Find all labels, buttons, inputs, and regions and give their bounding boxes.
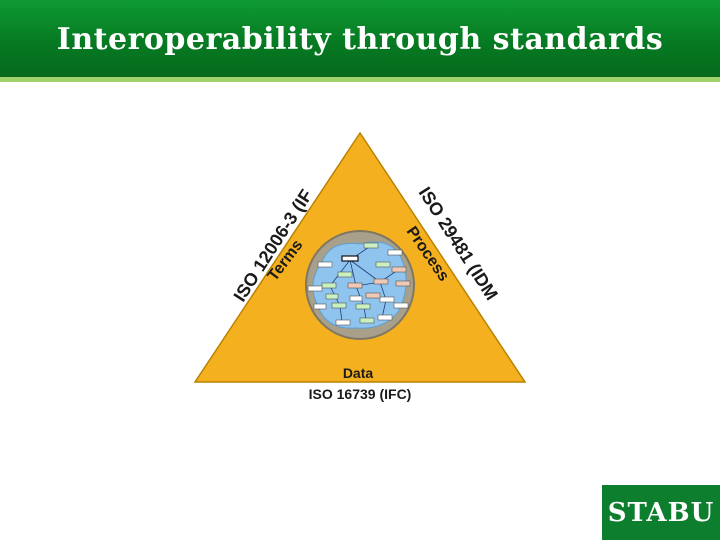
stabu-logo: STABU	[602, 485, 720, 540]
title-bar-underline	[0, 77, 720, 82]
network-nodes	[307, 242, 411, 326]
left-standard-label: ISO 12006-3 (IFD)	[0, 0, 316, 305]
title-bar	[0, 0, 720, 77]
ifc-standard-label: ISO 16739 (IFC)	[309, 386, 412, 402]
slide-title: Interoperability through standards	[56, 22, 664, 57]
data-label: Data	[343, 365, 374, 381]
